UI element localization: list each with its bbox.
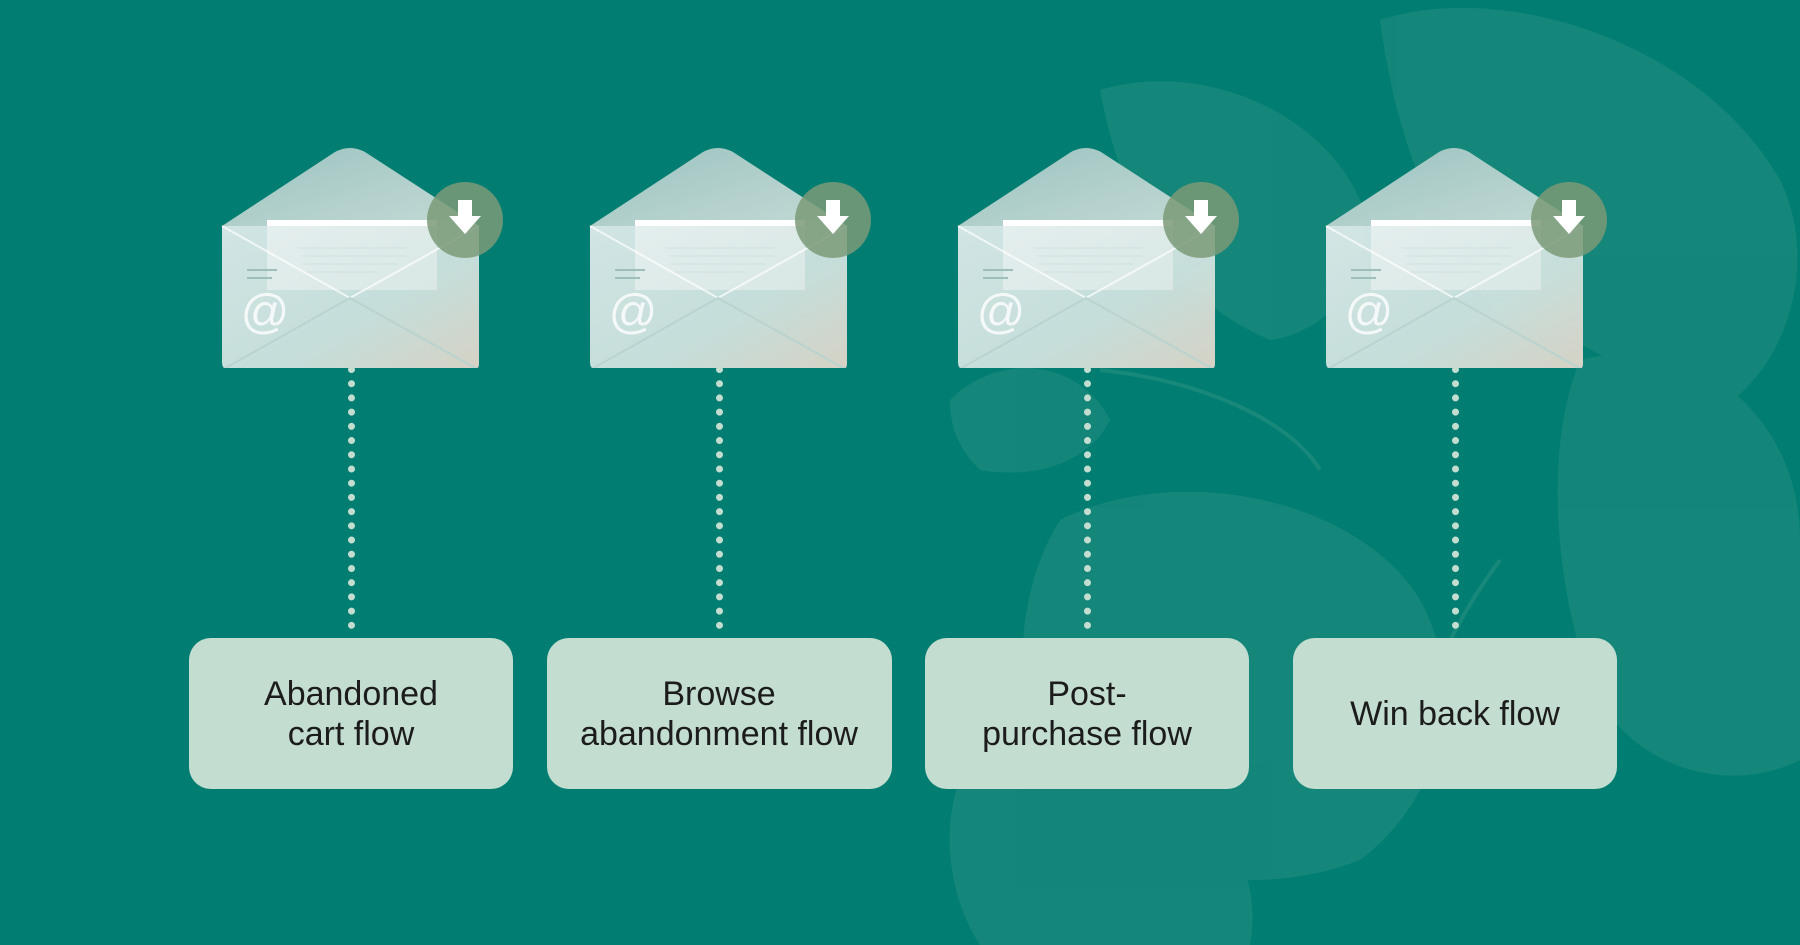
flow-label-box: Win back flow xyxy=(1293,638,1617,789)
dotted-connector xyxy=(716,366,723,629)
envelope-illustration: @ xyxy=(575,148,875,371)
svg-text:@: @ xyxy=(977,286,1026,339)
envelope-illustration: @ xyxy=(1311,148,1611,371)
envelope-icon: @ xyxy=(221,148,503,371)
flow-label: Abandoned cart flow xyxy=(264,674,438,753)
flow-label: Browse abandonment flow xyxy=(580,674,858,753)
envelope-icon: @ xyxy=(1325,148,1607,371)
svg-text:@: @ xyxy=(1345,286,1394,339)
flow-label: Win back flow xyxy=(1350,694,1560,733)
envelope-icon: @ xyxy=(957,148,1239,371)
svg-text:@: @ xyxy=(609,286,658,339)
envelope-icon: @ xyxy=(589,148,871,371)
svg-text:@: @ xyxy=(241,286,290,339)
dotted-connector xyxy=(1084,366,1091,629)
flow-label-box: Abandoned cart flow xyxy=(189,638,513,789)
envelope-illustration: @ xyxy=(943,148,1243,371)
flow-label-box: Post- purchase flow xyxy=(925,638,1249,789)
flow-label-box: Browse abandonment flow xyxy=(546,638,892,789)
flow-label: Post- purchase flow xyxy=(982,674,1192,753)
dotted-connector xyxy=(348,366,355,629)
envelope-illustration: @ xyxy=(207,148,507,371)
dotted-connector xyxy=(1452,366,1459,629)
